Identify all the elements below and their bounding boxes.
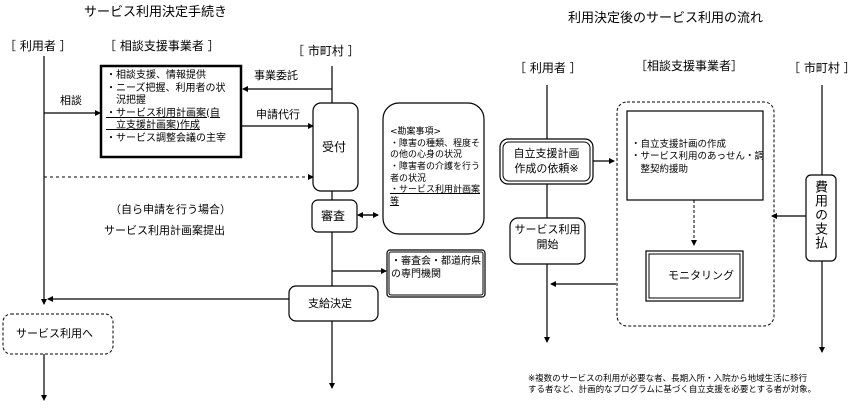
expert-line: ・審査会・都道府県 <box>391 256 481 267</box>
review-label: 審査 <box>321 209 346 223</box>
expert-line: の専門機関 <box>391 268 441 280</box>
right-title: 利用決定後のサービス利用の流れ <box>568 11 764 26</box>
reception-box <box>312 102 359 192</box>
start-box-text: サービス利用 開始 <box>510 223 585 253</box>
consult-box-text: ・相談支援、情報提供 ・ニーズ把握、利用者の状 況把握 ・サービス利用計画案(自… <box>106 70 226 145</box>
plan-line: 整契約援助 <box>631 163 689 175</box>
left-title: サービス利用決定手続き <box>84 5 228 20</box>
expert-box-inner <box>388 251 484 296</box>
service-use-box <box>2 313 114 355</box>
start-box <box>509 217 586 265</box>
review-note: ・サービス利用計画案 <box>390 185 481 196</box>
plan-line: ・サービス利用のあっせん・調 <box>631 151 765 163</box>
self-apply-note: （自ら申請を行う場合） <box>110 203 231 216</box>
left-header-user: ［ 利用者 ］ <box>4 39 72 53</box>
left-header-consult: ［ 相談支援事業者 ］ <box>104 39 220 53</box>
left-header-city: ［ 市町村 ］ <box>292 44 360 58</box>
plan-box <box>626 110 764 201</box>
consult-item: 況把握 <box>106 95 146 106</box>
consult-item: ・ニーズ把握、利用者の状 <box>106 82 226 94</box>
review-note: の他の心身の状況 <box>390 150 463 161</box>
footnote-line: する者など、計画的なプログラムに基づく自立支援を必要とする者が対象。 <box>528 385 817 396</box>
expert-box-outer <box>386 249 486 298</box>
consult-box-frame <box>99 64 243 159</box>
review-notes-box <box>382 102 485 235</box>
payment-box <box>805 174 837 262</box>
monitoring-box-inner <box>648 253 741 299</box>
right-header-city: ［ 市町村 ］ <box>788 61 856 75</box>
review-notes-text: <勘案事項> ・障害の種類、程度そ の他の心身の状況 ・障害者の介護を行う 者の… <box>390 127 480 209</box>
review-note: 等 <box>390 197 400 208</box>
plan-line: ・自立支援計画の作成 <box>631 139 727 150</box>
consult-label: 相談 <box>60 94 82 107</box>
monitoring-label: モニタリング <box>668 269 734 282</box>
payment-label: 費用の支払 <box>812 180 827 250</box>
decision-label: 支給決定 <box>308 297 352 310</box>
monitoring-box-outer <box>645 250 744 302</box>
delegate-label: 事業委託 <box>254 69 298 82</box>
review-note: ・障害者の介護を行う <box>390 162 481 173</box>
consult-item: 立支援計画案)作成 <box>106 120 200 131</box>
start-line: サービス利用 <box>514 223 581 236</box>
plan-box-text: ・自立支援計画の作成 ・サービス利用のあっせん・調 整契約援助 <box>631 139 764 176</box>
review-note: <勘案事項> <box>390 127 442 137</box>
service-use-label: サービス利用へ <box>16 327 93 340</box>
reception-label: 受付 <box>322 140 347 154</box>
review-note: ・障害の種類、程度そ <box>390 138 481 149</box>
request-line: 作成の依頼※ <box>514 161 579 175</box>
expert-box-text: ・審査会・都道府県 の専門機関 <box>391 256 481 281</box>
consult-item: ・相談支援、情報提供 <box>106 70 206 81</box>
proxy-label: 申請代行 <box>256 108 300 121</box>
self-apply-plan: サービス利用計画案提出 <box>104 224 225 237</box>
right-header-consult: ［相談支援事業者］ <box>635 59 744 73</box>
right-header-user: ［ 利用者 ］ <box>514 61 582 75</box>
consult-item: ・サービス利用計画案(自 <box>106 107 220 119</box>
request-box-text: 自立支援計画 作成の依頼※ <box>503 147 590 177</box>
request-line: 自立支援計画 <box>513 147 580 160</box>
consult-container <box>616 101 775 327</box>
footnote: ※複数のサービスの利用が必要な者、長期入所・入院から地域生活に移行 する者など、… <box>528 374 816 397</box>
review-note: 者の状況 <box>390 173 427 184</box>
consult-item: ・サービス調整会議の主宰 <box>106 132 226 144</box>
start-line: 開始 <box>536 237 559 251</box>
request-box-inner <box>502 141 591 182</box>
decision-box <box>288 285 379 322</box>
footnote-line: ※複数のサービスの利用が必要な者、長期入所・入院から地域生活に移行 <box>528 374 808 384</box>
